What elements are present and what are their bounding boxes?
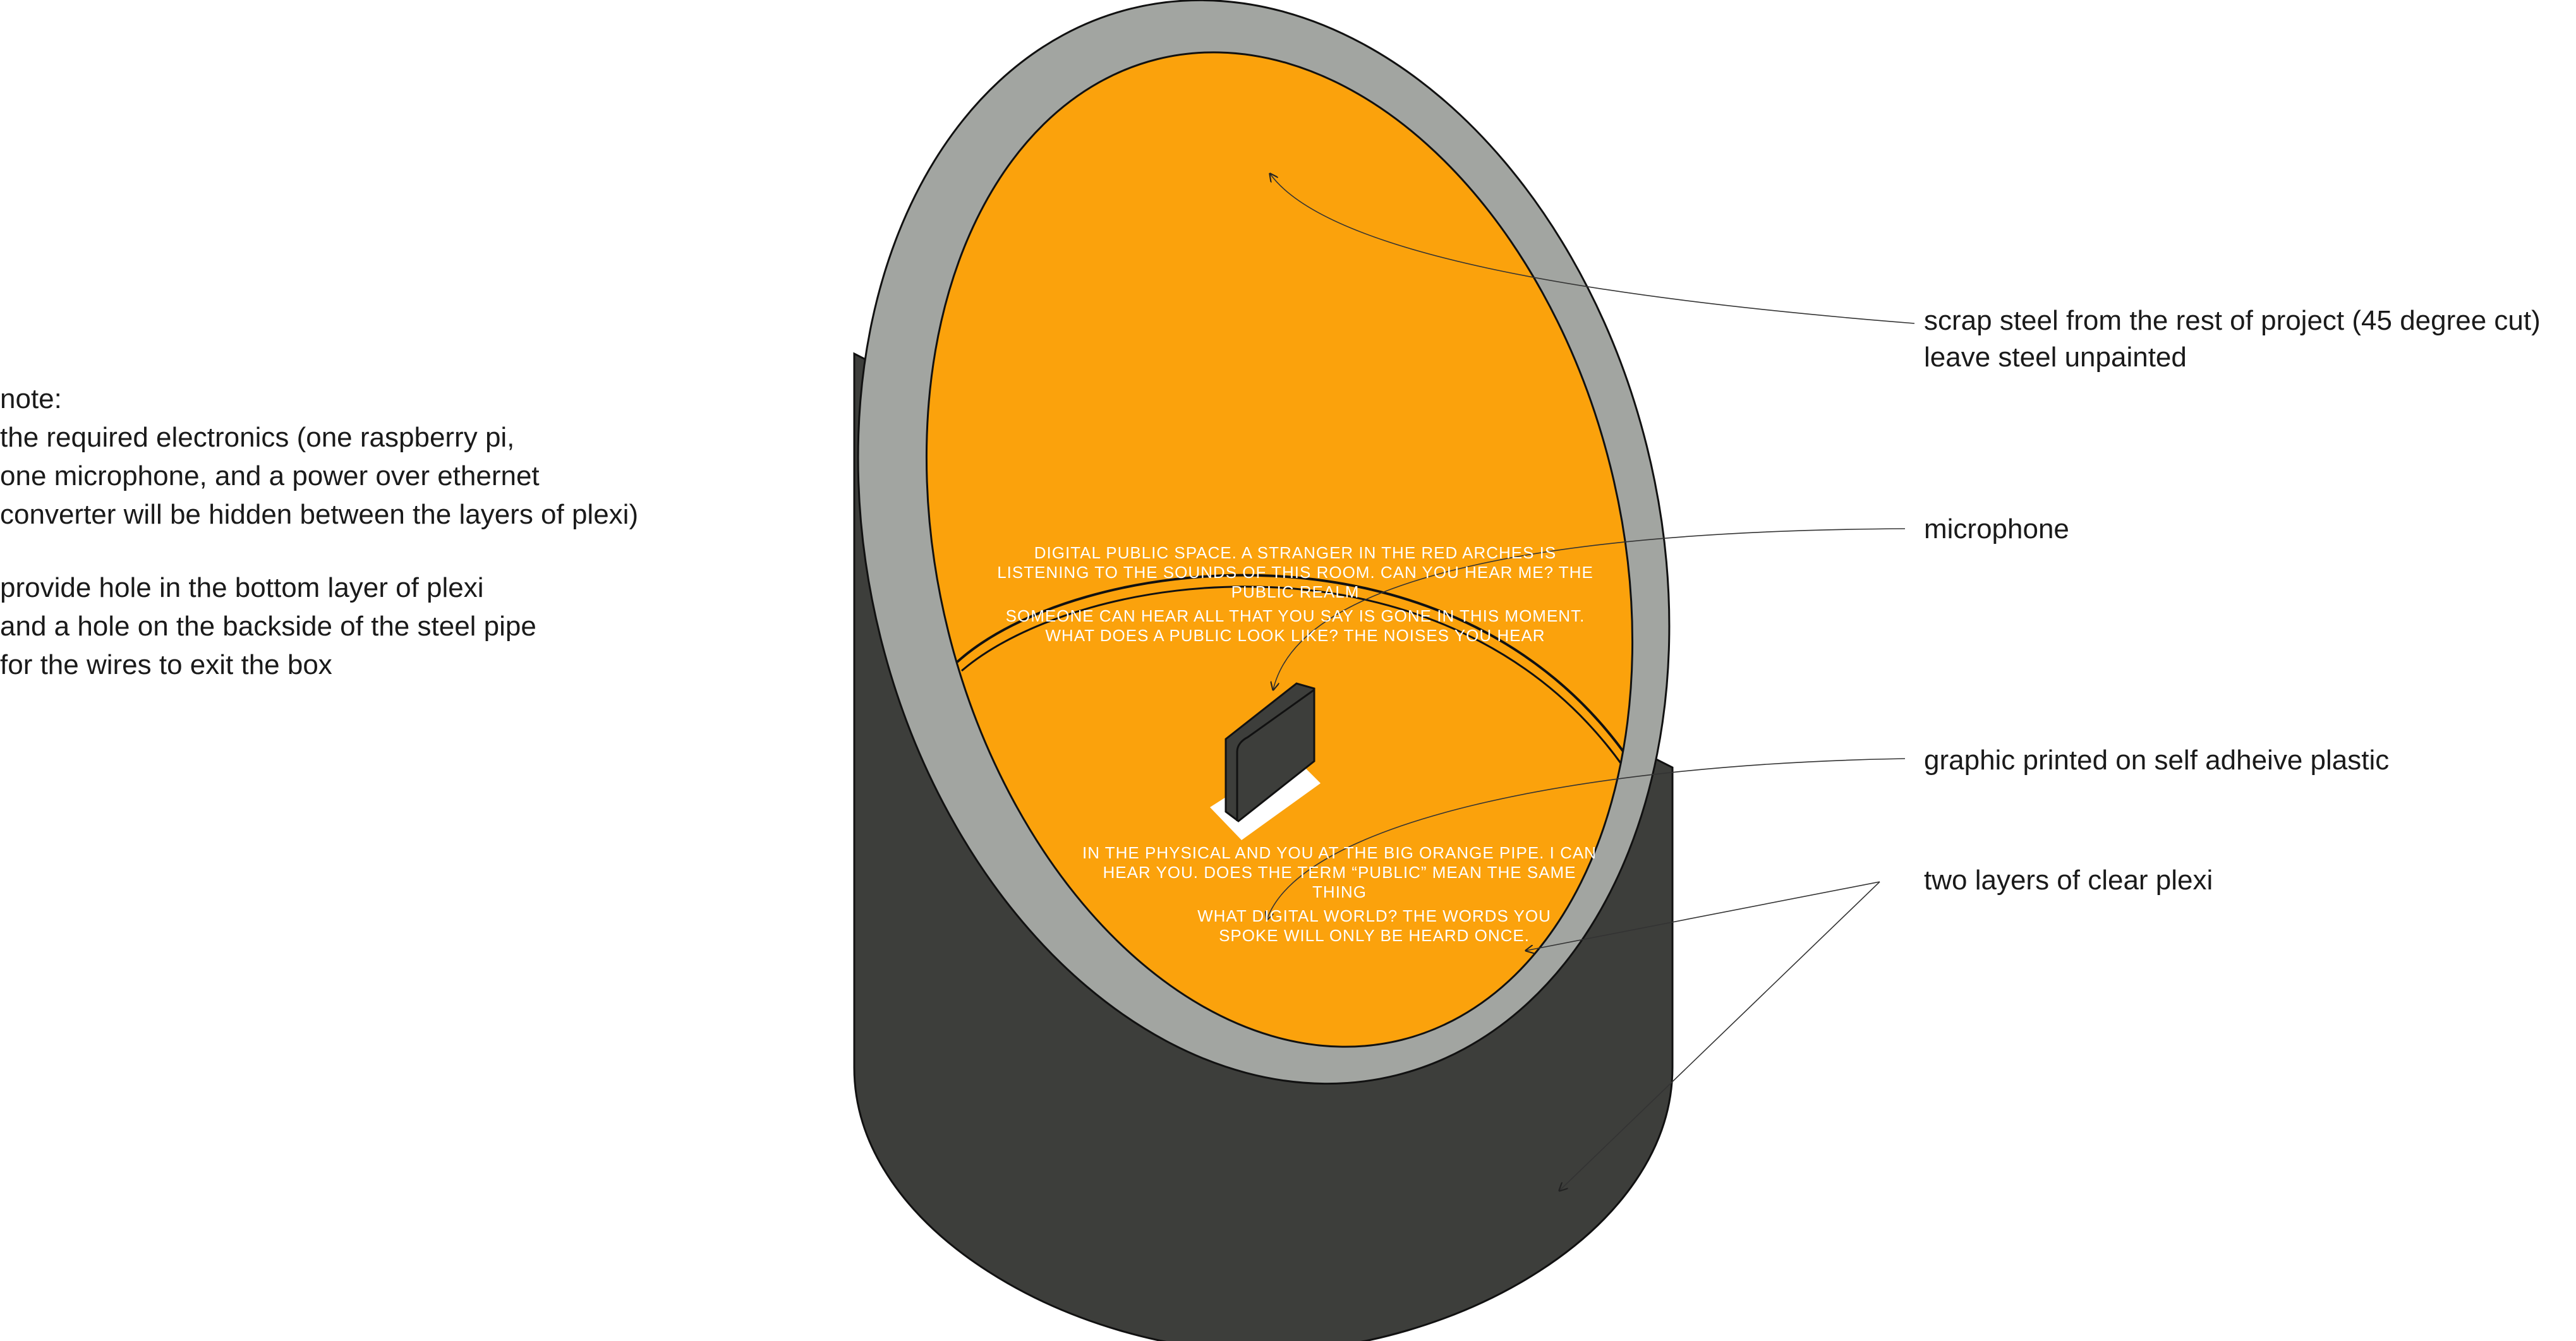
orange-interior xyxy=(925,51,1634,1048)
leader-plexi-b xyxy=(1559,881,1880,1191)
microphone xyxy=(1210,682,1321,840)
note-line: converter will be hidden between the lay… xyxy=(0,499,638,530)
plexi-layer-edge xyxy=(961,586,1625,768)
note-line: for the wires to exit the box xyxy=(0,649,332,680)
callout-steel-line2: leave steel unpainted xyxy=(1924,342,2187,373)
leader-steel xyxy=(1270,174,1915,324)
leader-graphic xyxy=(1267,758,1906,920)
note-line: and a hole on the backside of the steel … xyxy=(0,611,536,642)
note-line: provide hole in the bottom layer of plex… xyxy=(0,572,484,603)
leader-plexi-a xyxy=(1526,881,1880,951)
callout-steel-line1: scrap steel from the rest of project (45… xyxy=(1924,305,2541,336)
note-block: note: the required electronics (one rasp… xyxy=(0,383,638,680)
callout-graphic: graphic printed on self adheive plastic xyxy=(1924,745,2389,776)
leader-microphone xyxy=(1273,528,1906,690)
note-line: one microphone, and a power over etherne… xyxy=(0,460,540,491)
note-line: note: xyxy=(0,383,62,414)
callout-microphone: microphone xyxy=(1924,514,2069,544)
plexi-layer-edge xyxy=(956,574,1631,762)
note-line: the required electronics (one raspberry … xyxy=(0,422,514,453)
callout-plexi: two layers of clear plexi xyxy=(1924,865,2213,896)
